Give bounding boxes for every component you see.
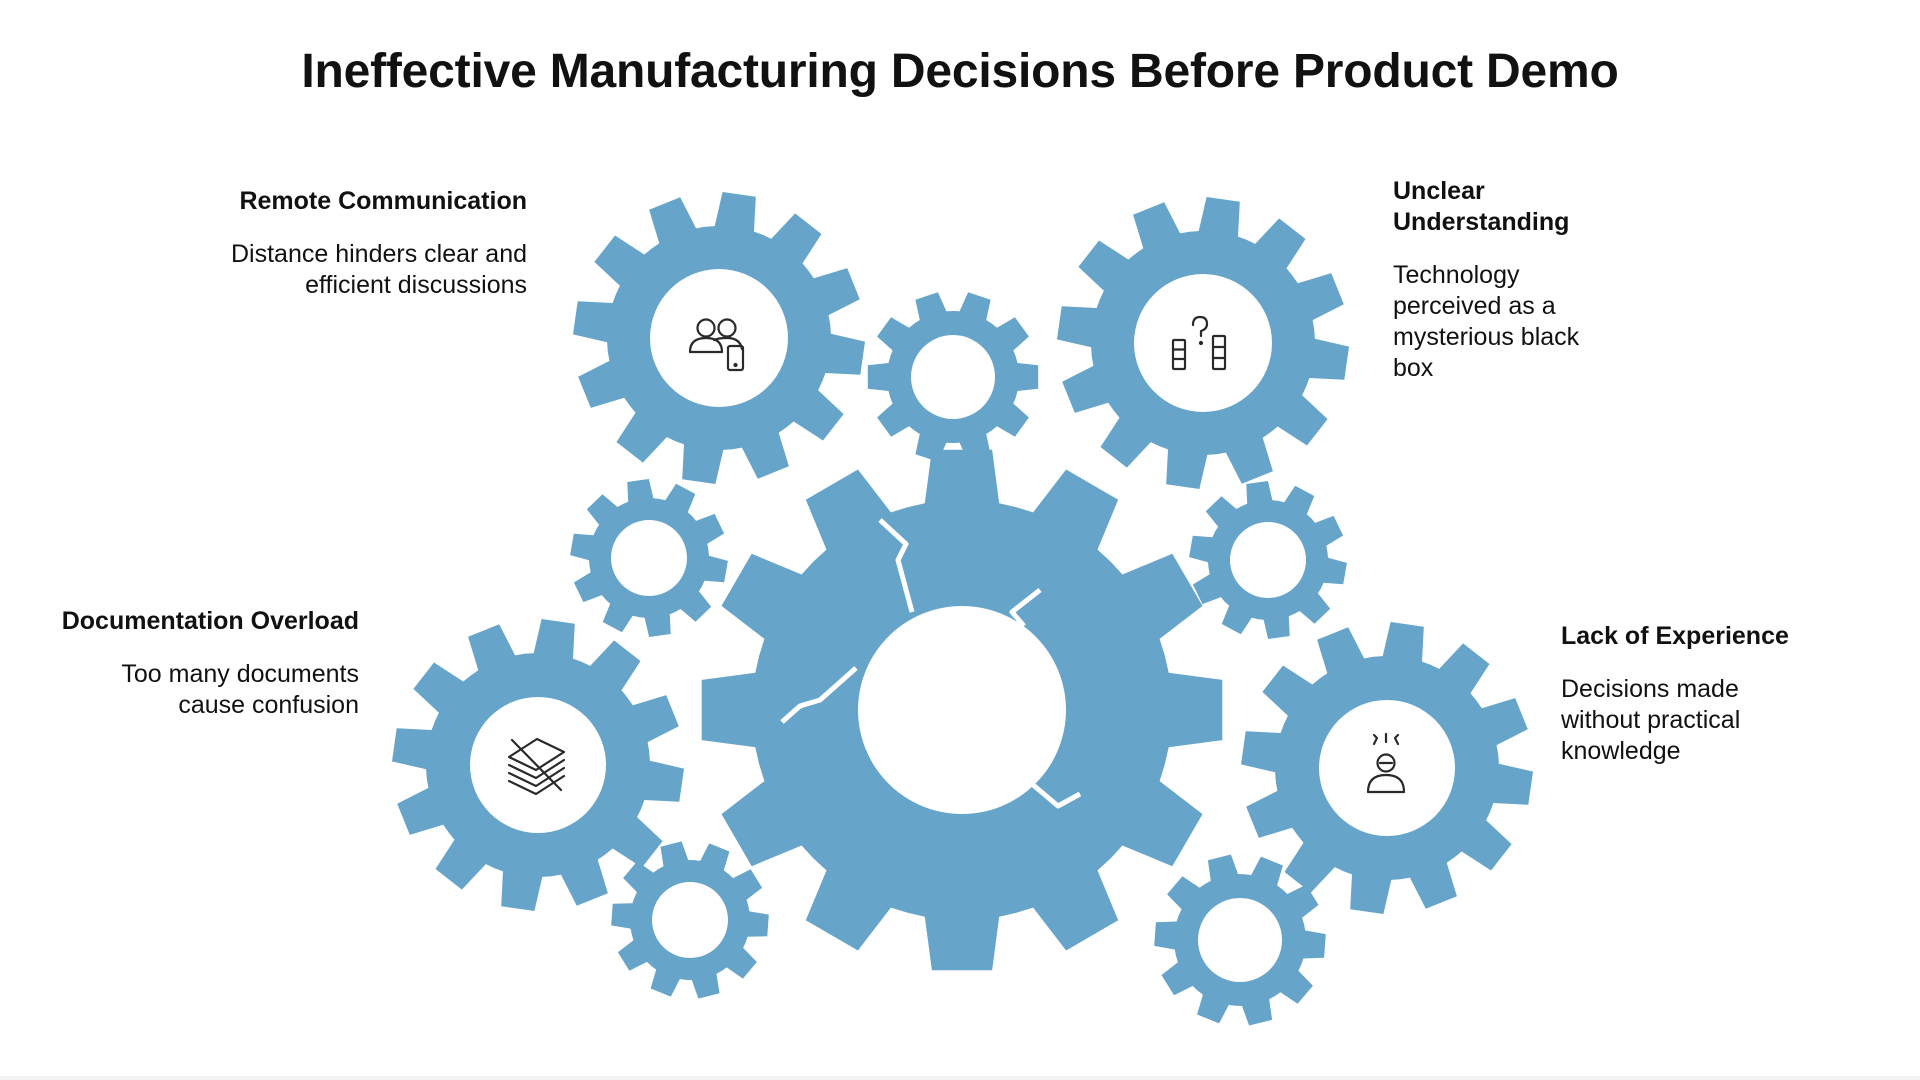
gear-documentation-overload [392,619,684,911]
callout-heading: Remote Communication [239,187,527,215]
gear-small-right [1189,481,1347,639]
callout-description: Too many documents cause confusion [121,660,359,719]
gear-crack-2 [780,666,858,724]
stressed-person-icon [1366,732,1406,794]
gear-crack-1 [878,518,915,613]
callout-description: Distance hinders clear and efficient dis… [231,240,527,299]
bottom-strip [0,1076,1920,1080]
gear-layer [392,192,1533,1026]
gear-remote-communication [573,192,865,484]
callout-description: Decisions made without practical knowled… [1561,675,1741,765]
gear-crack-4 [1030,782,1082,809]
gear-small-bottom-right [1154,854,1326,1026]
gear-lack-of-experience [1241,622,1533,914]
gear-unclear-understanding [1057,197,1349,489]
callout-remote-communication: Remote Communication Distance hinders cl… [227,186,527,301]
gear-small-top [867,292,1039,462]
people-device-icon [688,318,745,372]
callout-lack-of-experience: Lack of Experience Decisions made withou… [1561,621,1821,767]
callout-heading: Lack of Experience [1561,622,1789,650]
gear-central [701,449,1223,971]
callout-heading: Unclear Understanding [1393,177,1570,236]
gear-small-left [570,479,728,637]
callout-heading: Documentation Overload [61,607,359,635]
page-title: Ineffective Manufacturing Decisions Befo… [301,45,1619,98]
callout-unclear-understanding: Unclear Understanding Technology perceiv… [1393,176,1608,384]
callout-documentation-overload: Documentation Overload Too many document… [59,606,359,721]
gear-small-bottom-left [611,841,769,999]
document-stack-icon [507,737,566,796]
question-boxes-icon [1171,315,1227,371]
callout-description: Technology perceived as a mysterious bla… [1393,261,1580,382]
gear-crack-3 [1009,588,1042,628]
